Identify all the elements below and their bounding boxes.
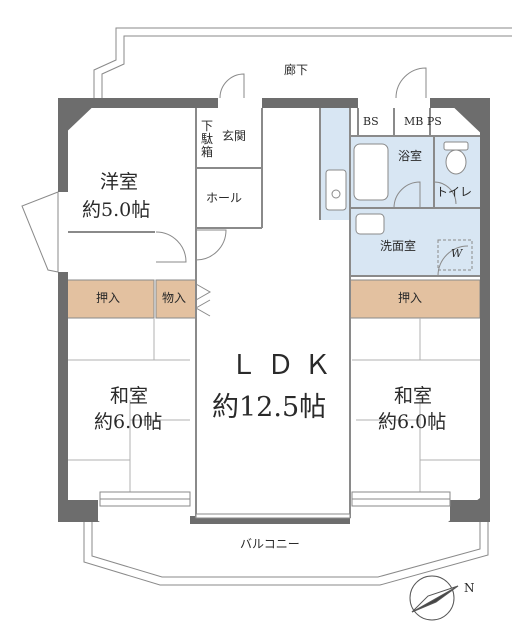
corridor-outline	[93, 27, 512, 98]
compass-rose	[409, 575, 459, 621]
interior-walls	[68, 108, 480, 518]
corridor-label: 廊下	[284, 63, 309, 77]
bath-label: 浴室	[398, 149, 423, 163]
tatami-right	[352, 318, 480, 500]
ldk-name: ＬＤＫ	[230, 350, 341, 381]
closet-left	[65, 279, 155, 319]
storage-label: 物入	[162, 291, 187, 305]
western-room-name: 洋室	[100, 171, 139, 193]
exterior-walls	[58, 98, 490, 524]
washer-label: W	[451, 247, 463, 260]
compass-north-label: N	[464, 581, 475, 595]
japanese-right-size: 約6.0帖	[378, 411, 447, 433]
balcony-windows	[99, 491, 451, 519]
doors	[155, 67, 469, 317]
japanese-right-name: 和室	[394, 385, 433, 407]
entrance-label: 玄関	[222, 129, 247, 143]
japanese-left-size: 約6.0帖	[94, 411, 163, 433]
washroom-label: 洗面室	[380, 239, 417, 253]
toilet-label: トイレ	[436, 185, 473, 199]
fixtures	[325, 141, 473, 271]
tatami-left	[68, 318, 190, 500]
japanese-left-name: 和室	[110, 385, 149, 407]
closet-left-label: 押入	[96, 291, 121, 305]
balcony-outline	[83, 522, 489, 586]
storage	[155, 279, 197, 319]
hall-label: ホール	[206, 191, 243, 205]
mb-ps-label: MB PS	[404, 115, 442, 128]
shoe-box-char: 箱	[200, 145, 213, 159]
bay-window	[21, 191, 59, 273]
ldk-size: 約12.5帖	[212, 392, 327, 423]
closet-right	[349, 279, 481, 319]
western-room-size: 約5.0帖	[82, 199, 151, 221]
closet-right-label: 押入	[398, 291, 423, 305]
bs-label: BS	[363, 115, 379, 128]
shoe-box-label: 下 駄 箱	[200, 120, 214, 159]
shoe-box-char: 下	[200, 119, 213, 133]
shoe-box-char: 駄	[200, 132, 213, 146]
balcony-label: バルコニー	[240, 537, 300, 551]
